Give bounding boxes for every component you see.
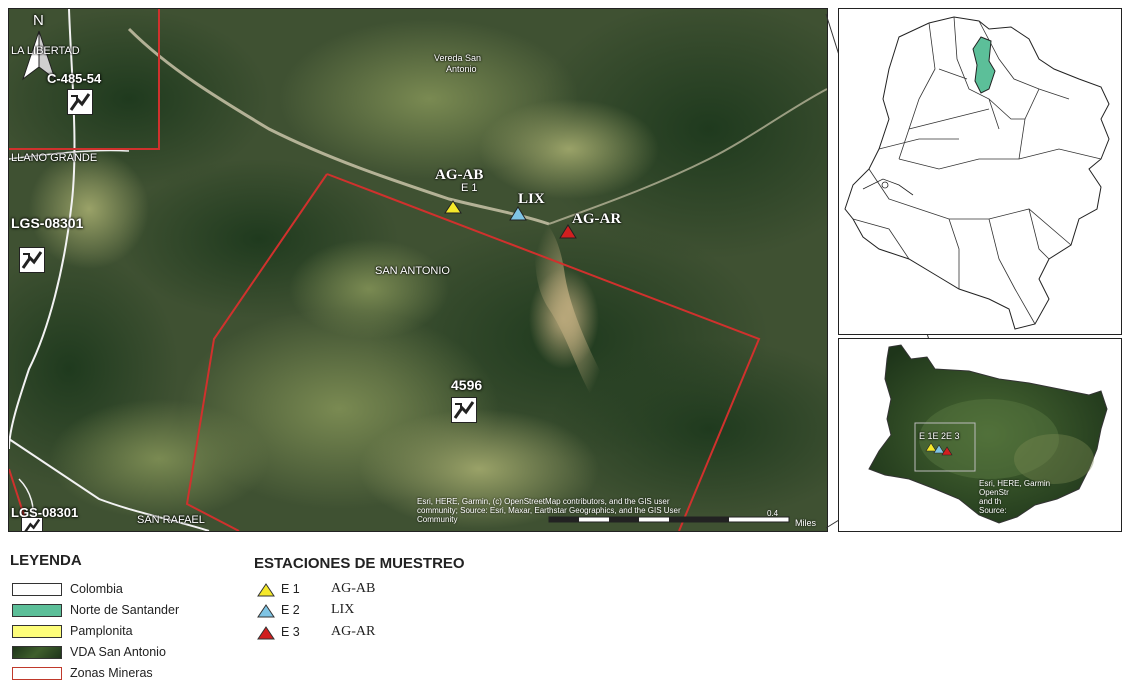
station-e1-label: AG-AB bbox=[435, 167, 484, 183]
label-la-libertad: LA LIBERTAD bbox=[11, 45, 80, 57]
station-code: E 1 bbox=[281, 582, 300, 596]
attribution-line: Esri, HERE, Garmin bbox=[979, 479, 1051, 488]
legend-swatch-zonas-mineras bbox=[12, 666, 62, 680]
station-e3-marker bbox=[559, 224, 577, 239]
vereda-attribution: Esri, HERE, Garmin OpenStr and th Source… bbox=[979, 479, 1119, 515]
attribution-line: and th bbox=[979, 497, 1002, 506]
mine-code-lgs-bottom: LGS-08301 bbox=[11, 505, 79, 520]
station-legend-item: E 3 AG-AR bbox=[257, 624, 457, 641]
inset-country-map[interactable] bbox=[838, 8, 1122, 335]
station-legend-item: E 1 AG-AB bbox=[257, 581, 457, 598]
legend-title: LEYENDA bbox=[10, 552, 82, 569]
attribution-line: community; Source: Esri, Maxar, Earthsta… bbox=[417, 506, 681, 515]
station-e1-marker bbox=[444, 200, 462, 214]
north-arrow: N bbox=[19, 12, 59, 81]
station-legend-item: E 2 LIX bbox=[257, 602, 457, 619]
attribution-line: OpenStr bbox=[979, 488, 1009, 497]
legend-item: VDA San Antonio bbox=[12, 644, 166, 660]
legend-label: Norte de Santander bbox=[70, 603, 180, 617]
scale-bar bbox=[548, 516, 790, 523]
scale-unit: Miles bbox=[795, 518, 817, 528]
mine-icon bbox=[19, 247, 45, 273]
station-e1-code: E 1 bbox=[461, 182, 478, 194]
north-label: N bbox=[33, 12, 44, 29]
mine-icon bbox=[21, 517, 43, 531]
vereda-shape bbox=[868, 344, 1108, 524]
legend-swatch-vda-san-antonio bbox=[12, 645, 62, 659]
vereda-station-marker bbox=[925, 442, 937, 452]
legend-label: Pamplonita bbox=[70, 624, 133, 638]
station-name: AG-AR bbox=[331, 624, 376, 639]
norte-de-santander-region bbox=[972, 36, 996, 94]
stations-legend-title: ESTACIONES DE MUESTREO bbox=[254, 555, 465, 572]
vereda-station-marker bbox=[941, 446, 953, 456]
study-area-frame bbox=[914, 422, 976, 472]
station-e3-label: AG-AR bbox=[572, 211, 622, 227]
mine-code-4596: 4596 bbox=[451, 377, 483, 393]
stations-legend: ESTACIONES DE MUESTREO E 1 AG-AB E 2 LIX… bbox=[254, 555, 584, 655]
label-san-rafael: SAN RAFAEL bbox=[137, 514, 205, 526]
mine-code-c48554: C-485-54 bbox=[47, 71, 102, 86]
label-san-antonio: SAN ANTONIO bbox=[375, 265, 450, 277]
label-vereda-line2: Antonio bbox=[446, 64, 477, 74]
attribution-line: Community bbox=[417, 515, 458, 524]
mine-code-lgs-top: LGS-08301 bbox=[11, 215, 84, 231]
triangle-red-icon bbox=[257, 626, 275, 640]
legend-swatch-pamplonita bbox=[12, 624, 62, 638]
station-code: E 3 bbox=[281, 625, 300, 639]
scale-value: 0.4 bbox=[767, 509, 779, 518]
triangle-blue-icon bbox=[257, 604, 275, 618]
country-outline bbox=[844, 16, 1110, 330]
station-name: LIX bbox=[331, 602, 355, 617]
legend-swatch-norte-de-santander bbox=[12, 603, 62, 617]
main-satellite-map[interactable]: N LA LIBERTAD LLANO GRANDE Vereda San An… bbox=[8, 8, 828, 532]
legend-swatch-colombia bbox=[12, 582, 62, 596]
legend-item: Colombia bbox=[12, 581, 123, 597]
vereda-station-labels: E 1E 2E 3 bbox=[919, 431, 960, 441]
station-name: AG-AB bbox=[331, 581, 376, 596]
satellite-imagery bbox=[9, 9, 827, 531]
attribution-line: Esri, HERE, Garmin, (c) OpenStreetMap co… bbox=[417, 497, 670, 506]
inset-vereda-map[interactable]: E 1E 2E 3 Esri, HERE, Garmin OpenStr and… bbox=[838, 338, 1122, 532]
legend-label: Zonas Mineras bbox=[70, 666, 153, 680]
attribution-line: Source: bbox=[979, 506, 1007, 515]
station-e2-marker bbox=[509, 206, 527, 221]
label-vereda-line1: Vereda San bbox=[434, 53, 482, 63]
legend-label: VDA San Antonio bbox=[70, 645, 166, 659]
mine-icon bbox=[67, 89, 93, 115]
triangle-yellow-icon bbox=[257, 583, 275, 597]
legend-item: Norte de Santander bbox=[12, 602, 179, 618]
north-arrow-icon bbox=[22, 30, 56, 81]
station-code: E 2 bbox=[281, 603, 300, 617]
legend-item: Pamplonita bbox=[12, 623, 133, 639]
legend: LEYENDA Colombia Norte de Santander Pamp… bbox=[10, 552, 230, 688]
legend-item: Zonas Mineras bbox=[12, 665, 153, 681]
station-e2-label: LIX bbox=[518, 191, 545, 207]
vereda-station-marker bbox=[933, 444, 945, 454]
legend-label: Colombia bbox=[70, 582, 123, 596]
label-llano-grande: LLANO GRANDE bbox=[11, 152, 98, 164]
mine-icon bbox=[451, 397, 477, 423]
map-attribution: Esri, HERE, Garmin, (c) OpenStreetMap co… bbox=[417, 497, 737, 524]
